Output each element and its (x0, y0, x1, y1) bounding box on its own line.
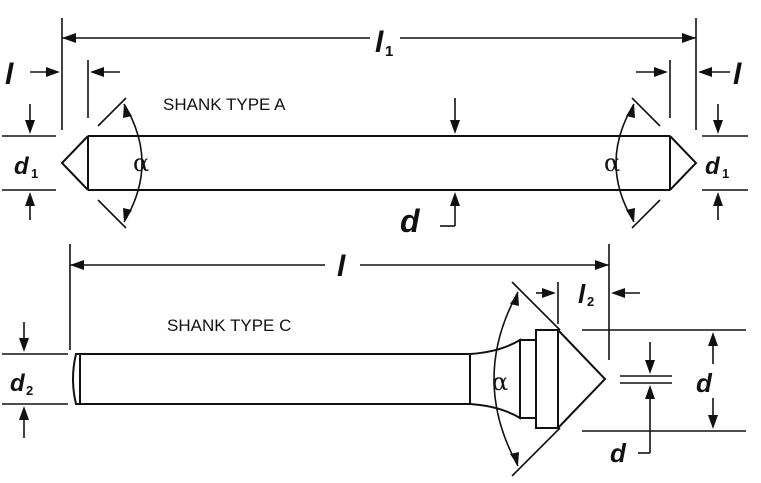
shank-c-shank-diameter-sub: 2 (26, 383, 33, 398)
shank-c-angle: α (492, 368, 508, 396)
shank-c-tip-diameter: d (610, 438, 627, 468)
shank-a-angle-right: α (604, 149, 620, 177)
shank-a-diameter-left-sub: 1 (31, 166, 38, 181)
shank-c-tool (72, 329, 607, 429)
shank-a-diameter-left: d (14, 153, 30, 180)
shank-a-shank-diameter: d (400, 203, 421, 239)
shank-a-point-length-right: l (733, 58, 742, 91)
shank-a-point-length-left: l (5, 58, 14, 91)
shank-c-title: SHANK TYPE C (167, 316, 291, 335)
shank-a-title: SHANK TYPE A (163, 95, 286, 114)
shank-c-overall-length-label: l (337, 250, 346, 283)
shank-a-overall-length-sub: 1 (385, 43, 393, 60)
shank-c-shank-diameter: d (10, 370, 26, 397)
shank-c-head-diameter: d (696, 368, 713, 398)
shank-a-overall-length-label: l (375, 26, 384, 59)
shank-a-diameter-right-sub: 1 (722, 166, 729, 181)
shank-a-angle-left: α (133, 149, 149, 177)
shank-c-head-length-sub: 2 (587, 294, 594, 309)
shank-c-head-length-label: l (578, 279, 586, 309)
shank-a-diameter-right: d (705, 153, 721, 180)
shank-a-rod (60, 135, 698, 191)
